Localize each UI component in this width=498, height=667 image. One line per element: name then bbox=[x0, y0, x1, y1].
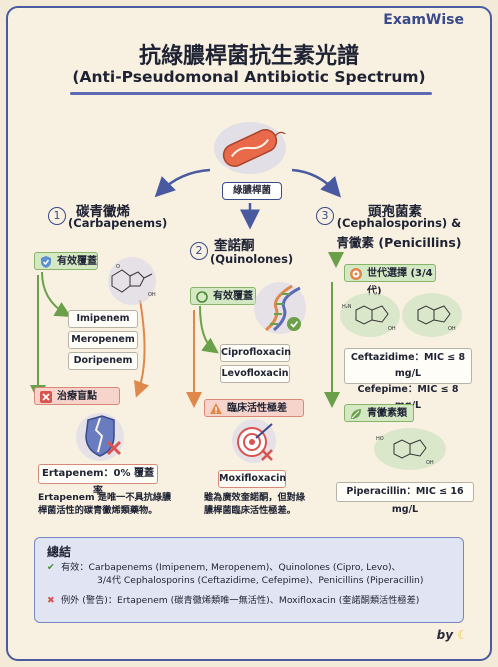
column-3-penicillin-label: 青黴素類 bbox=[367, 408, 407, 419]
broken-shield-icon bbox=[72, 412, 128, 462]
shield-check-icon bbox=[41, 256, 51, 268]
drug-moxifloxacin: Moxifloxacin bbox=[218, 470, 286, 488]
column-3-subtitle: (Cephalosporins) & bbox=[336, 216, 462, 230]
column-1-number: 1 bbox=[48, 207, 66, 225]
column-1-subtitle: (Carbapenems) bbox=[68, 216, 168, 230]
summary-title: 總結 bbox=[47, 545, 72, 559]
bacterium-illustration bbox=[210, 118, 290, 178]
summary-effective-line-1: 有效：Carbapenems (Imipenem, Meropenem)、Qui… bbox=[61, 562, 401, 573]
svg-text:H₂N: H₂N bbox=[342, 304, 352, 310]
warning-icon bbox=[210, 403, 222, 414]
column-1-effective-label: 有效覆蓋 bbox=[57, 256, 97, 267]
column-3-generation-tag: 世代選擇 (3/4代) bbox=[344, 264, 436, 297]
column-3-penicillin-tag: 青黴素類 bbox=[344, 404, 414, 422]
column-1-caption-line-1: Ertapenem 是唯一不具抗綠膿 bbox=[38, 492, 172, 503]
column-2-number: 2 bbox=[190, 242, 208, 260]
summary-box: 總結 ✔ 有效：Carbapenems (Imipenem, Meropenem)… bbox=[34, 537, 464, 623]
drug-ertapenem-zero-coverage: Ertapenem：0% 覆蓋率 bbox=[38, 464, 158, 497]
banana-icon: ☾ bbox=[457, 628, 468, 642]
summary-effective-line-2: 3/4代 Cephalosporins (Ceftazidime, Cefepi… bbox=[97, 575, 424, 586]
drug-ciprofloxacin: Ciprofloxacin bbox=[220, 344, 291, 362]
svg-text:OH: OH bbox=[448, 326, 456, 332]
summary-exception-line: 例外 (警告)：Ertapenem (碳青黴烯類唯一無活性)、Moxifloxa… bbox=[61, 595, 420, 606]
column-1-caption-line-2: 桿菌活性的碳青黴烯類藥物。 bbox=[38, 505, 158, 516]
checkmark-icon: ✔ bbox=[47, 562, 55, 573]
mic-piperacillin: Piperacillin：MIC ≤ 16 mg/L bbox=[336, 482, 474, 515]
column-2-gap-label: 臨床活性極差 bbox=[227, 403, 287, 414]
column-2-caption-line-1: 雖為廣效奎諾酮，但對綠 bbox=[204, 492, 306, 503]
cephalosporin-mic-box: Ceftazidime：MIC ≤ 8 mg/L Cefepime：MIC ≤ … bbox=[344, 348, 472, 411]
column-3-subtitle-2: 青黴素 (Penicillins) bbox=[336, 235, 462, 250]
cephalosporin-structure-icon: H₂N OH OH bbox=[336, 290, 464, 340]
svg-text:O: O bbox=[116, 264, 120, 270]
column-1-gap-tag: 治療盲點 bbox=[34, 387, 120, 405]
leaf-icon bbox=[351, 409, 361, 419]
drug-imipenem: Imipenem bbox=[68, 310, 138, 328]
drug-doripenem: Doripenem bbox=[68, 352, 138, 370]
column-2-title: 奎諾酮 bbox=[214, 238, 255, 254]
page-title: 抗綠膿桿菌抗生素光譜 bbox=[138, 44, 359, 69]
drug-meropenem: Meropenem bbox=[68, 331, 138, 349]
column-2-effective-label: 有效覆蓋 bbox=[213, 291, 253, 302]
column-2-caption: 雖為廣效奎諾酮，但對綠 膿桿菌臨床活性極差。 bbox=[204, 491, 344, 517]
penicillin-structure-icon: HO OH bbox=[370, 426, 450, 472]
page-subtitle: (Anti-Pseudomonal Antibiotic Spectrum) bbox=[72, 68, 426, 86]
column-2-effective-tag: 有效覆蓋 bbox=[190, 287, 256, 305]
mic-ceftazidime: Ceftazidime：MIC ≤ 8 mg/L bbox=[350, 352, 466, 379]
byline-text: by bbox=[436, 628, 454, 642]
byline: by ☾ bbox=[437, 628, 468, 642]
column-3-title: 頭孢菌素 bbox=[368, 204, 422, 220]
svg-text:OH: OH bbox=[148, 292, 156, 298]
dna-icon bbox=[252, 280, 308, 336]
svg-text:HO: HO bbox=[376, 436, 384, 442]
cross-mark-icon: ✖ bbox=[47, 595, 55, 606]
column-2-gap-tag: 臨床活性極差 bbox=[204, 399, 304, 417]
center-label: 綠膿桿菌 bbox=[222, 182, 282, 200]
cross-icon bbox=[40, 391, 52, 403]
target-small-icon bbox=[350, 268, 362, 280]
summary-exception: ✖ 例外 (警告)：Ertapenem (碳青黴烯類唯一無活性)、Moxiflox… bbox=[47, 595, 419, 608]
drug-levofloxacin: Levofloxacin bbox=[220, 365, 290, 383]
column-1-effective-tag: 有效覆蓋 bbox=[34, 252, 98, 270]
column-2-subtitle: (Quinolones) bbox=[210, 252, 294, 266]
refresh-icon bbox=[196, 291, 208, 303]
carbapenem-structure-icon: OH O bbox=[102, 256, 162, 306]
title-underline bbox=[70, 92, 432, 95]
column-2-caption-line-2: 膿桿菌臨床活性極差。 bbox=[204, 505, 296, 516]
column-3-generation-label: 世代選擇 (3/4代) bbox=[367, 268, 433, 297]
column-1-title: 碳青黴烯 bbox=[76, 204, 130, 220]
brand-logo: ExamWise bbox=[383, 12, 464, 28]
svg-text:OH: OH bbox=[426, 460, 434, 466]
svg-text:OH: OH bbox=[388, 326, 396, 332]
column-3-number: 3 bbox=[316, 207, 334, 225]
column-1-caption: Ertapenem 是唯一不具抗綠膿 桿菌活性的碳青黴烯類藥物。 bbox=[38, 491, 198, 517]
target-icon bbox=[226, 418, 282, 464]
summary-effective: ✔ 有效：Carbapenems (Imipenem, Meropenem)、Qu… bbox=[47, 562, 401, 575]
column-1-gap-label: 治療盲點 bbox=[57, 391, 97, 402]
